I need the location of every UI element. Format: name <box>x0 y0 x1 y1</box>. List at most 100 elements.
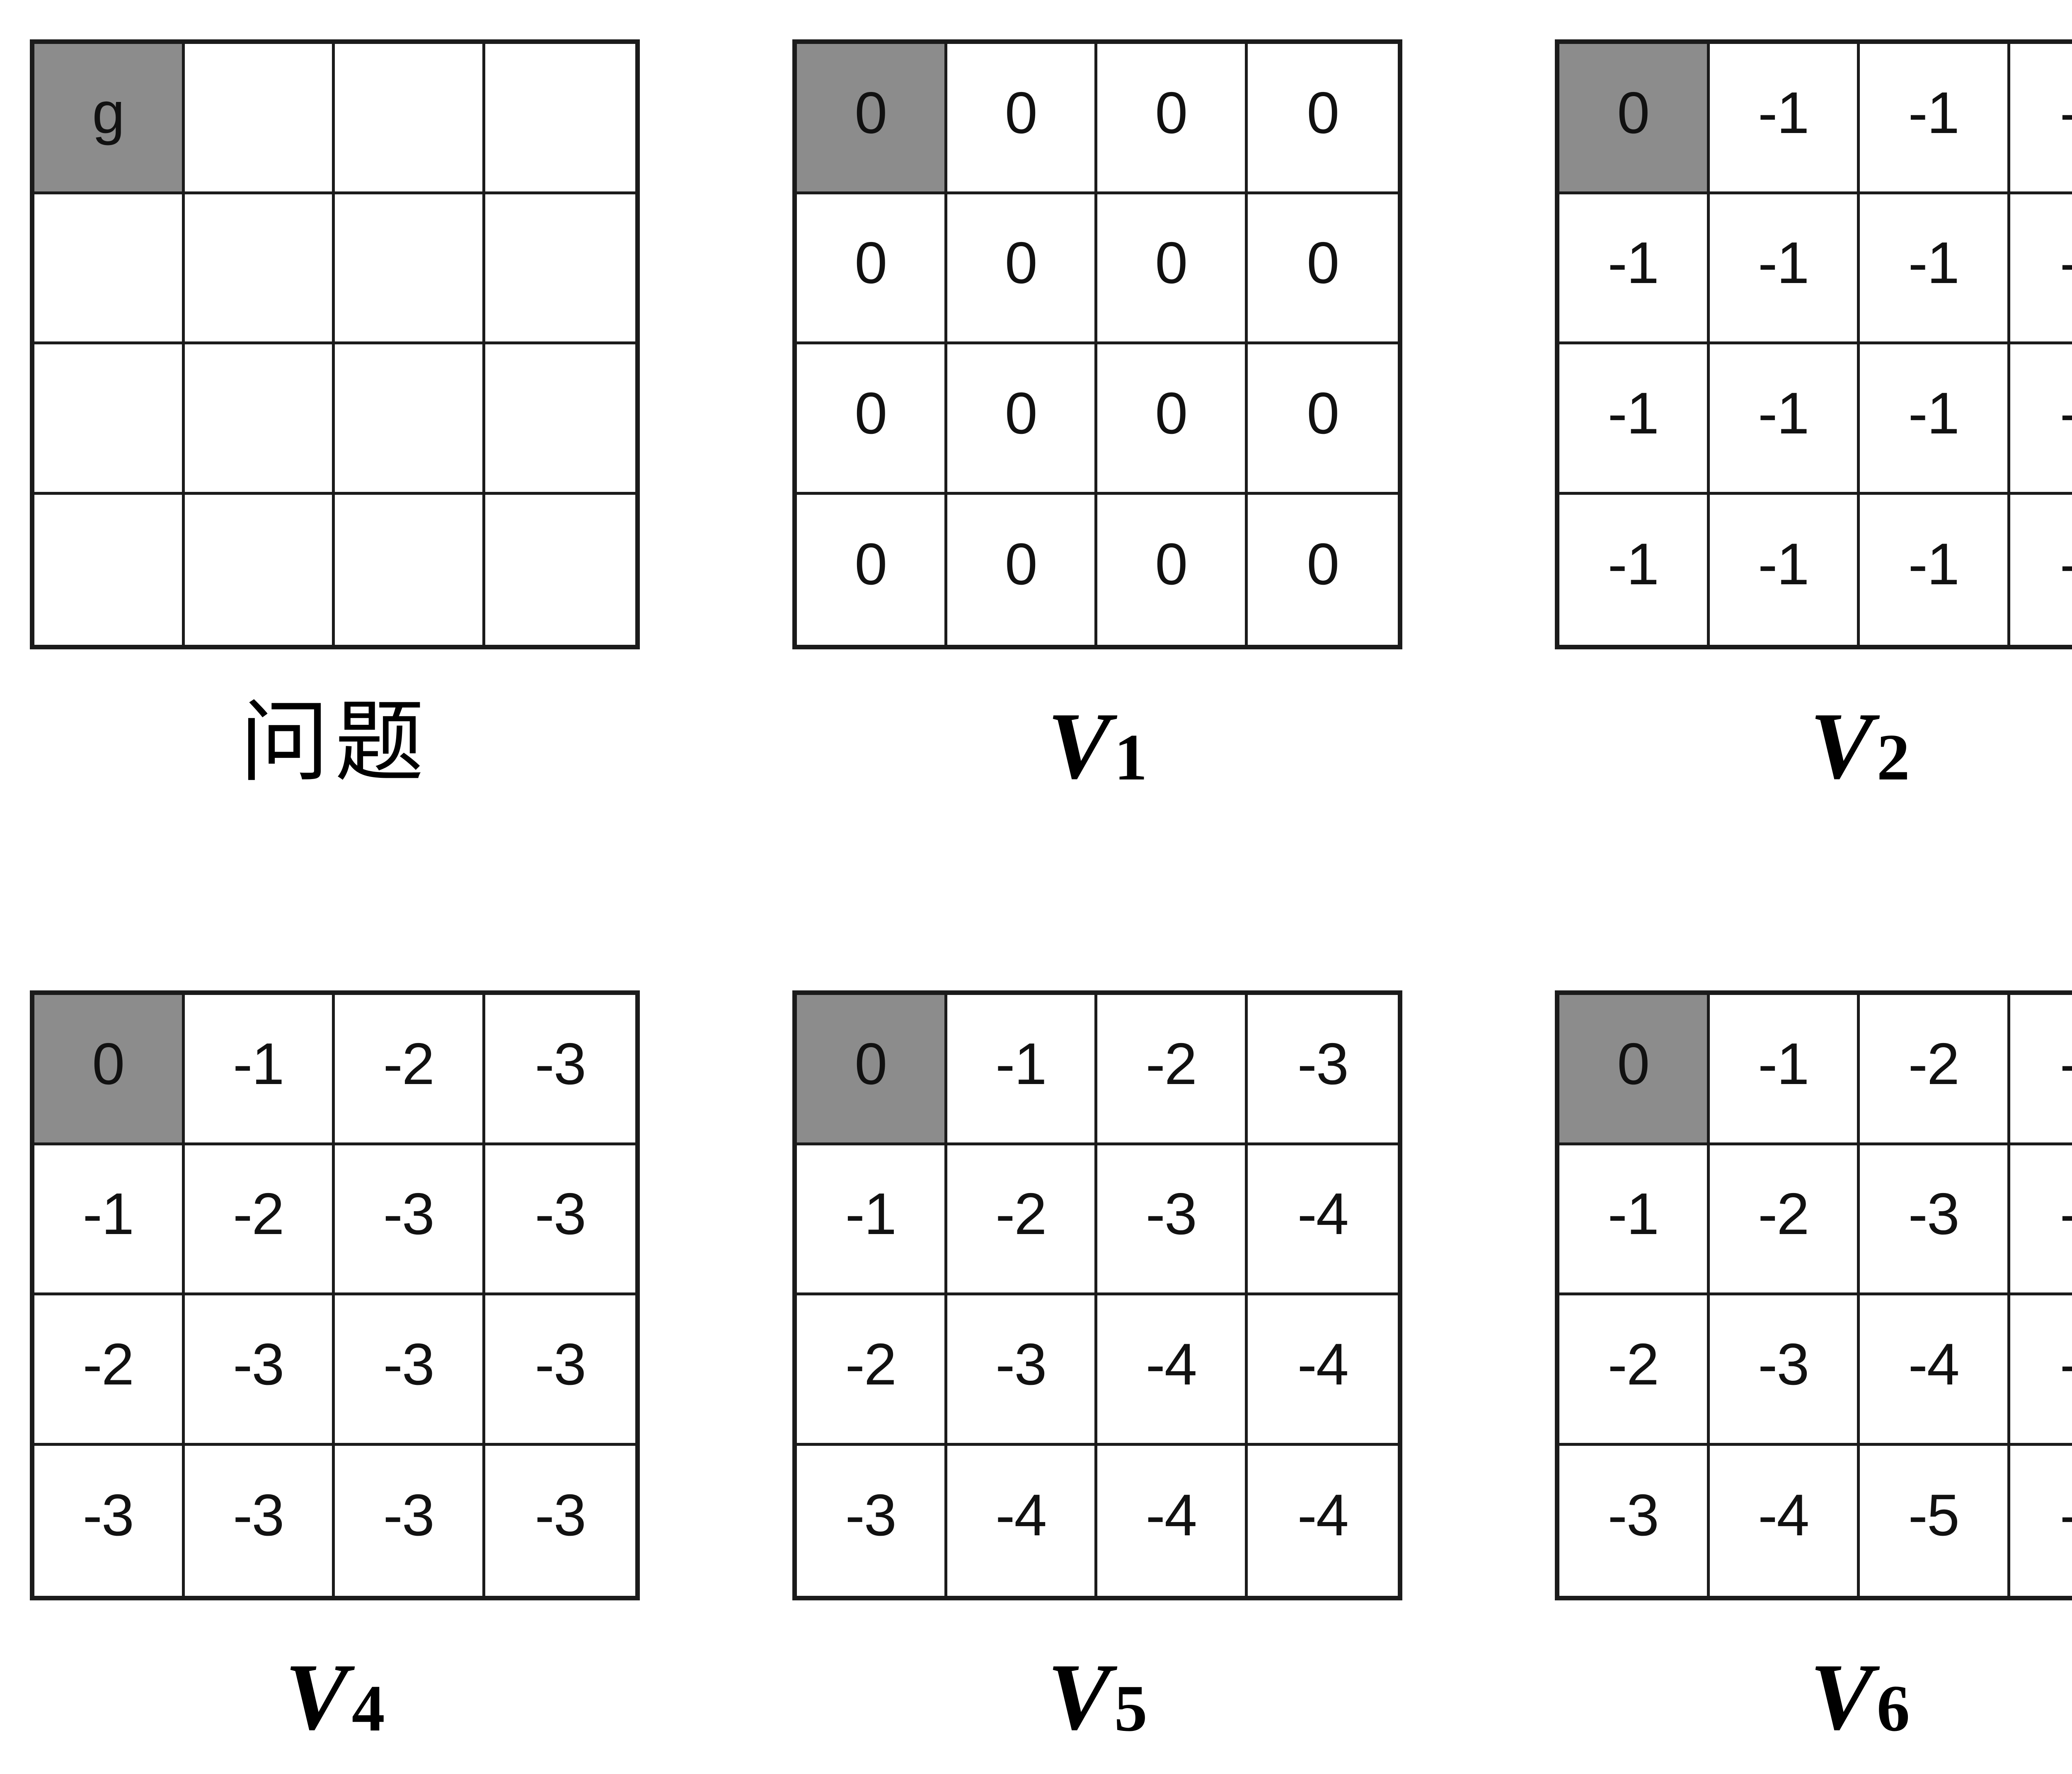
grid-cell: -2 <box>947 1145 1097 1295</box>
cell-value: -4 <box>995 1482 1047 1549</box>
grid-cell: -2 <box>1097 995 1248 1145</box>
grid-cell: -3 <box>335 1445 485 1596</box>
grid-cell: -2 <box>184 1145 335 1295</box>
cell-value: -2 <box>1607 1331 1659 1397</box>
cell-value: -2 <box>383 1031 435 1097</box>
goal-cell: 0 <box>797 44 947 194</box>
value-grid: 0-1-2-3-1-2-3-4-2-3-4-4-3-4-4-4 <box>792 990 1402 1600</box>
cell-value: -2 <box>233 1181 284 1247</box>
grid-cell: -1 <box>34 1145 185 1295</box>
grid-cell: -4 <box>2010 1145 2072 1295</box>
cell-value: -1 <box>1758 531 1809 598</box>
cell-value: -2 <box>845 1331 897 1397</box>
grid-cell: 0 <box>1097 194 1248 344</box>
grid-cell: 0 <box>947 344 1097 495</box>
grid-cell <box>485 44 635 194</box>
cell-value: 0 <box>1617 1031 1650 1097</box>
grid-cell: -4 <box>1097 1445 1248 1596</box>
grid-cell: -4 <box>1860 1295 2010 1446</box>
cell-value: -3 <box>1607 1482 1659 1549</box>
grid-cell: -3 <box>2010 995 2072 1145</box>
cell-value: -3 <box>535 1181 586 1247</box>
grid-cell: -1 <box>2010 194 2072 344</box>
cell-value: -1 <box>2010 535 2072 594</box>
grid-cell: -2 <box>335 995 485 1145</box>
cell-value: -1 <box>1758 230 1809 296</box>
cell-value: -3 <box>383 1331 435 1397</box>
cell-value: 0 <box>854 230 887 296</box>
cell-value: -3 <box>233 1482 284 1549</box>
cell-value: 0 <box>1005 80 1038 146</box>
cell-value: 0 <box>1155 80 1188 146</box>
grid-cell: 0 <box>797 344 947 495</box>
cell-value: 0 <box>1005 230 1038 296</box>
grid-cell: -3 <box>184 1295 335 1446</box>
cell-value: -3 <box>233 1331 284 1397</box>
cell-value: -1 <box>1908 380 1960 446</box>
grid-cell: -1 <box>1559 1145 1710 1295</box>
panel-caption-v2: V2 <box>1810 698 1910 823</box>
caption-label: 问题 <box>240 693 430 792</box>
cell-value: 0 <box>1307 531 1339 598</box>
grid-cell: -1 <box>1860 194 2010 344</box>
cell-value: 0 <box>1307 80 1339 146</box>
grid-cell: 0 <box>1097 344 1248 495</box>
cell-value: -1 <box>995 1031 1047 1097</box>
goal-cell: 0 <box>797 995 947 1145</box>
goal-cell: 0 <box>34 995 185 1145</box>
cell-value: -1 <box>1607 380 1659 446</box>
grid-cell: -3 <box>335 1145 485 1295</box>
caption-subscript: 1 <box>1114 720 1147 794</box>
grid-panel-problem: g 问题 <box>30 39 640 823</box>
caption-subscript: 2 <box>1876 720 1910 794</box>
value-grid: g <box>30 39 640 649</box>
cell-value: 0 <box>1617 80 1650 146</box>
grid-cell: -1 <box>1709 494 1860 645</box>
grid-cell: 0 <box>1247 44 1398 194</box>
goal-cell: 0 <box>1559 44 1710 194</box>
grid-cell: 0 <box>797 194 947 344</box>
cell-value: -2 <box>1145 1031 1197 1097</box>
cell-value: 0 <box>1155 230 1188 296</box>
cell-value: 0 <box>854 531 887 598</box>
value-grid: 0-1-2-3-1-2-3-4-2-3-4-5-3-4-5-5 <box>1555 990 2072 1600</box>
cell-value: -4 <box>1297 1482 1349 1549</box>
caption-variable: V <box>285 1644 349 1750</box>
grid-cell: -1 <box>1860 44 2010 194</box>
cell-value: -1 <box>233 1031 284 1097</box>
grid-cell: -3 <box>485 995 635 1145</box>
grid-cell <box>335 344 485 495</box>
cell-value: 0 <box>1155 531 1188 598</box>
cell-value: -3 <box>1758 1331 1809 1397</box>
grid-cell <box>184 344 335 495</box>
cell-value: 0 <box>854 1031 887 1097</box>
grid-cell: -3 <box>1860 1145 2010 1295</box>
caption-variable: V <box>1810 1644 1874 1750</box>
grid-cell <box>485 194 635 344</box>
grid-cell: -4 <box>1709 1445 1860 1596</box>
cell-value: -4 <box>1297 1331 1349 1397</box>
grid-cell: -1 <box>2010 344 2072 495</box>
grid-cell: -1 <box>1709 344 1860 495</box>
grid-cell <box>335 44 485 194</box>
cell-value: -3 <box>995 1331 1047 1397</box>
cell-value: 0 <box>1005 380 1038 446</box>
grid-cell: -3 <box>1097 1145 1248 1295</box>
grid-cell: -1 <box>1860 494 2010 645</box>
cell-value: -3 <box>1908 1181 1960 1247</box>
grid-cell <box>184 494 335 645</box>
grid-cell: 0 <box>1247 344 1398 495</box>
cell-value: 0 <box>1307 380 1339 446</box>
cell-value: -1 <box>1758 1031 1809 1097</box>
cell-value: -1 <box>2010 234 2072 293</box>
grid-cell: -3 <box>1559 1445 1710 1596</box>
value-grid: 0-1-1-1-1-1-1-1-1-1-1-1-1-1-1-1 <box>1555 39 2072 649</box>
grid-cell: -5 <box>2010 1295 2072 1446</box>
cell-value: -2 <box>82 1331 134 1397</box>
grid-cell: -3 <box>1247 995 1398 1145</box>
grid-cell <box>485 344 635 495</box>
